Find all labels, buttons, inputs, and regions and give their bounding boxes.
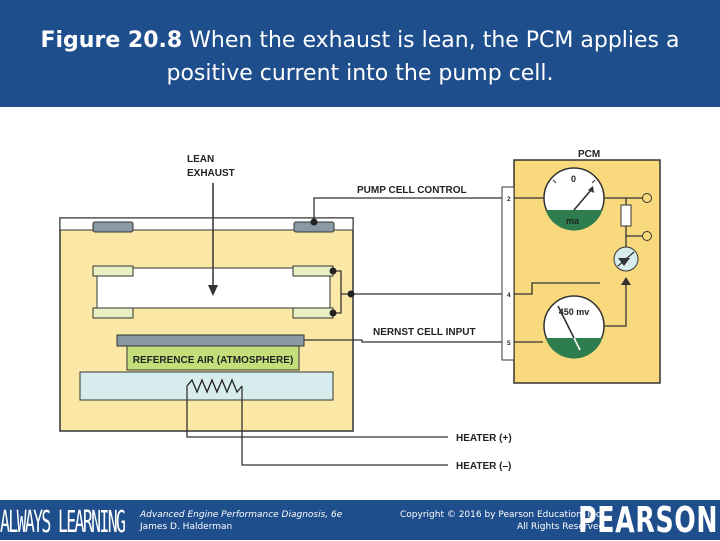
exhaust-label: EXHAUST <box>187 168 235 179</box>
voltage-gauge <box>543 295 605 359</box>
electrode-lower-left <box>92 307 134 319</box>
pcm-label: PCM <box>578 149 600 160</box>
feedback-arrowhead <box>621 277 631 285</box>
pump-electrode-left <box>92 221 134 233</box>
figure-number: Figure 20.8 <box>40 28 183 53</box>
pump-cell-control-wire <box>313 197 502 222</box>
figure-caption-text: When the exhaust is lean, the PCM applie… <box>166 28 680 86</box>
heater-plus-label: HEATER (+) <box>456 433 512 444</box>
pcm-wire-4 <box>514 282 600 295</box>
pin-5-label: 5 <box>507 340 511 347</box>
pump-cell-control-label: PUMP CELL CONTROL <box>357 185 467 196</box>
current-gauge-zero: 0 <box>571 174 576 184</box>
terminal <box>642 193 652 203</box>
reference-electrode <box>116 334 305 347</box>
heater-block <box>79 371 334 401</box>
pin-2-label: 2 <box>507 196 511 203</box>
heater-element <box>186 378 243 394</box>
nernst-input-wire <box>304 339 502 343</box>
always-learning-brand: ALWAYS LEARNING <box>0 505 126 540</box>
figure-caption: Figure 20.8 When the exhaust is lean, th… <box>10 24 710 90</box>
heater-minus-label: HEATER (–) <box>456 461 511 472</box>
rights-reserved: All Rights Reserved <box>517 522 605 532</box>
book-title: Advanced Engine Performance Diagnosis, 6… <box>140 510 343 520</box>
junction-dot <box>329 267 337 275</box>
junction-dot <box>347 290 355 298</box>
lean-label: LEAN <box>187 154 214 165</box>
title-bar <box>0 0 720 107</box>
footer-bar: ALWAYS LEARNING Advanced Engine Performa… <box>0 500 720 540</box>
resistor <box>620 204 632 227</box>
pcm-connector <box>501 186 515 361</box>
current-gauge <box>543 167 605 232</box>
oxygen-sensor-diagram: REFERENCE AIR (ATMOSPHERE) LEAN EXHAUST … <box>59 149 661 472</box>
heater-minus-wire <box>241 386 448 466</box>
electrode-lower-right <box>292 307 334 319</box>
copyright: Copyright © 2016 by Pearson Education, I… <box>400 510 604 520</box>
electrode-upper-left <box>92 265 134 277</box>
current-gauge-unit: ma <box>566 216 580 226</box>
exhaust-arrowhead <box>208 285 218 296</box>
junction-dot <box>310 218 318 226</box>
pearson-logo: PEARSON <box>577 500 718 541</box>
author: James D. Halderman <box>140 522 233 532</box>
feedback-wire <box>602 280 627 327</box>
electrode-upper-right <box>292 265 334 277</box>
voltage-gauge-value: 450 mv <box>559 307 590 317</box>
heater-plus-wire <box>186 386 448 438</box>
amplifier-symbol <box>618 258 630 266</box>
pin-4-label: 4 <box>507 292 511 299</box>
common-wire <box>333 270 502 295</box>
nernst-cell-input-label: NERNST CELL INPUT <box>373 327 476 338</box>
reference-air-chamber <box>126 345 300 371</box>
junction-dot <box>329 309 337 317</box>
reference-air-label: REFERENCE AIR (ATMOSPHERE) <box>133 355 294 366</box>
terminal <box>642 231 652 241</box>
